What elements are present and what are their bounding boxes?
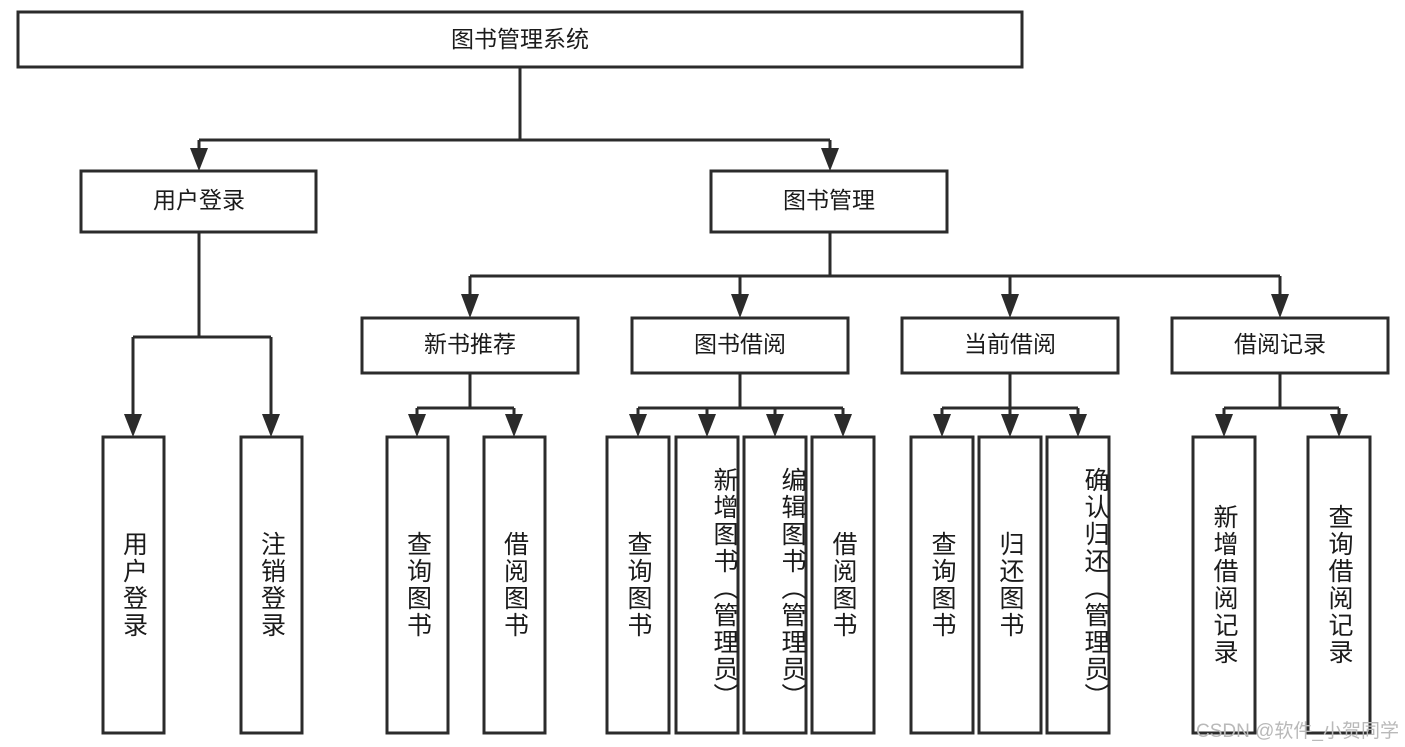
leaf-rect-user-login-2[interactable]: [239, 435, 304, 735]
connectors-bookmanage-to-level2: [461, 232, 1289, 318]
node-root-book-management-system[interactable]: 图书管理系统: [16, 10, 1024, 69]
leaf-rect-book-borrow-4[interactable]: [810, 435, 876, 735]
arrow-head-new-book: [461, 294, 479, 318]
connectors-root-to-level1: [190, 67, 839, 171]
node-user-login-label: 用户登录: [153, 187, 245, 213]
node-book-borrow-rect: [630, 316, 850, 375]
connectors-currentborrow-to-leaves: [933, 373, 1087, 437]
leaf-rect-borrow-record-1[interactable]: [1191, 435, 1257, 735]
arrow-head-newbook-leaf1: [408, 414, 426, 437]
leaf-label-user-login-1: 用户登录: [119, 531, 148, 639]
leaf-label-new-book-1: 查询图书: [403, 531, 432, 639]
arrow-head-currentborrow-leaf1: [933, 414, 951, 437]
node-current-borrow-rect: [900, 316, 1120, 375]
leaf-rect-current-borrow-3[interactable]: [1045, 435, 1111, 735]
leaf-label-new-book-2: 借阅图书: [500, 531, 529, 639]
leaf-label-current-borrow-2: 归还图书: [996, 531, 1024, 639]
connectors-bookborrow-to-leaves: [629, 373, 852, 437]
node-new-book-recommend-rect: [360, 316, 580, 375]
node-user-login[interactable]: 用户登录: [79, 169, 318, 234]
connectors-borrowrecord-to-leaves: [1215, 373, 1348, 437]
arrow-head-current-borrow: [1001, 294, 1019, 318]
csdn-watermark: CSDN @软件_小贺同学: [1196, 721, 1399, 742]
leaf-rect-current-borrow-2[interactable]: [977, 435, 1043, 735]
leaf-label-current-borrow-3: 确认归还（管理员）: [1081, 466, 1109, 710]
node-book-management-label: 图书管理: [783, 187, 875, 213]
node-current-borrow-label: 当前借阅: [964, 331, 1056, 357]
arrow-head-borrowrecord-leaf2: [1330, 414, 1348, 437]
leaf-label-book-borrow-3: 编辑图书（管理员）: [778, 466, 806, 710]
leaf-rect-book-borrow-2[interactable]: [674, 435, 740, 735]
arrow-head-userlogin-leaf2: [262, 414, 280, 437]
node-book-borrow[interactable]: 图书借阅: [630, 316, 850, 375]
arrow-head-user-login: [190, 148, 208, 171]
arrow-head-userlogin-leaf1: [124, 414, 142, 437]
node-new-book-recommend[interactable]: 新书推荐: [360, 316, 580, 375]
arrow-head-bookborrow-leaf4: [834, 414, 852, 437]
arrow-head-currentborrow-leaf3: [1069, 414, 1087, 437]
arrow-head-borrow-record: [1271, 294, 1289, 318]
leaf-label-current-borrow-1: 查询图书: [928, 531, 956, 639]
arrow-head-bookborrow-leaf1: [629, 414, 647, 437]
arrow-head-bookborrow-leaf3: [766, 414, 784, 437]
leaf-rect-book-borrow-3[interactable]: [742, 435, 808, 735]
node-borrow-record-label: 借阅记录: [1234, 331, 1326, 357]
node-user-login-rect: [79, 169, 318, 234]
node-current-borrow[interactable]: 当前借阅: [900, 316, 1120, 375]
node-book-management-rect: [709, 169, 949, 234]
node-book-management[interactable]: 图书管理: [709, 169, 949, 234]
leaf-rect-user-login-1[interactable]: [101, 435, 166, 735]
node-root-label: 图书管理系统: [451, 26, 589, 52]
leaf-boxes: [101, 435, 1372, 735]
leaf-label-borrow-record-1: 新增借阅记录: [1210, 504, 1238, 666]
node-book-borrow-label: 图书借阅: [694, 331, 786, 357]
leaf-rect-borrow-record-2[interactable]: [1306, 435, 1372, 735]
arrow-head-borrowrecord-leaf1: [1215, 414, 1233, 437]
arrow-head-bookborrow-leaf2: [698, 414, 716, 437]
node-borrow-record-rect: [1170, 316, 1390, 375]
leaf-label-book-borrow-4: 借阅图书: [829, 531, 857, 639]
leaf-label-book-borrow-1: 查询图书: [624, 531, 652, 639]
connectors-userlogin-to-leaves: [124, 232, 280, 437]
leaf-label-user-login-2: 注销登录: [257, 531, 286, 639]
arrow-head-book-borrow: [731, 294, 749, 318]
leaf-label-borrow-record-2: 查询借阅记录: [1325, 504, 1353, 666]
arrow-head-currentborrow-leaf2: [1001, 414, 1019, 437]
connectors-newbook-to-leaves: [408, 373, 523, 437]
leaf-label-book-borrow-2: 新增图书（管理员）: [710, 466, 738, 710]
node-new-book-recommend-label: 新书推荐: [424, 331, 516, 357]
leaf-rect-book-borrow-1[interactable]: [605, 435, 671, 735]
leaf-rect-new-book-2[interactable]: [482, 435, 547, 735]
node-root-rect: [16, 10, 1024, 69]
arrow-head-newbook-leaf2: [505, 414, 523, 437]
leaf-rect-current-borrow-1[interactable]: [909, 435, 975, 735]
arrow-head-book-manage: [821, 148, 839, 171]
node-borrow-record[interactable]: 借阅记录: [1170, 316, 1390, 375]
leaf-rect-new-book-1[interactable]: [385, 435, 450, 735]
